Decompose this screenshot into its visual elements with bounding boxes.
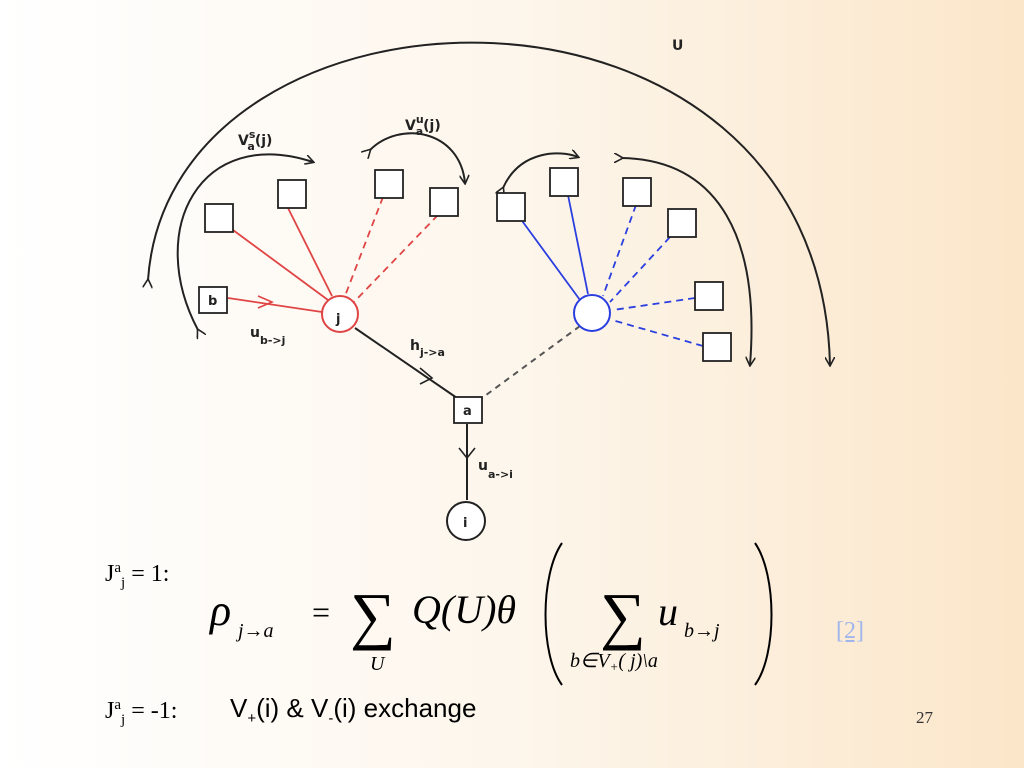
page-number: 27 [916, 708, 933, 727]
formula-rho-sub: j→a [235, 620, 274, 642]
edge-b-j [227, 297, 323, 313]
label-U: U [672, 38, 683, 54]
formula-inner-sum-sub: b∈V+( j)\a [570, 650, 658, 674]
reference-link[interactable]: [2] [836, 618, 864, 644]
edge-blue-a [481, 325, 581, 399]
factor-box [694, 281, 724, 311]
formula-body: Q(U)θ [412, 587, 516, 632]
node-blue [573, 294, 611, 332]
edge-blue-dash-1 [602, 204, 637, 297]
arc-vs [176, 153, 313, 330]
edge-blue-1 [519, 217, 581, 301]
formula-paren-right [754, 542, 773, 686]
formula-inner-u-sub: b→j [684, 620, 720, 642]
arc-vu [370, 132, 465, 183]
node-b-label: b [208, 294, 217, 309]
label-u-b-j: ub->j [250, 325, 285, 347]
edge-j-a [354, 327, 458, 399]
arrow-u-a [458, 447, 476, 460]
node-a-label: a [463, 404, 472, 419]
node-b [198, 286, 228, 314]
edge-red-1 [232, 229, 329, 301]
edge-red-2 [287, 207, 333, 297]
formula-equals: = [312, 594, 330, 630]
factor-box [622, 177, 652, 207]
rho-formula: ρ j→a = ∑ U Q(U)θ ∑ u b→j b∈V+( j)\a [208, 542, 773, 686]
formula-sum-sub: U [370, 653, 386, 675]
exchange-text: V+(i) & V-(i) exchange [230, 693, 477, 728]
arc-right-large [622, 158, 751, 365]
node-i [446, 501, 486, 541]
formula-inner-sum: ∑ [600, 580, 646, 651]
edge-blue-dash-2 [609, 236, 671, 303]
edge-blue-dash-3 [612, 297, 696, 311]
factor-box [549, 167, 579, 197]
factor-box [277, 179, 307, 209]
formula-paren-left [544, 542, 563, 686]
arc-right-small [503, 153, 578, 188]
edge-red-dash-1 [344, 196, 384, 297]
label-h-j-a: hj->a [410, 338, 445, 359]
edge-blue-2 [567, 194, 589, 295]
factor-box [496, 192, 526, 222]
equation-label-1: Jaj = 1: [105, 560, 170, 591]
arc-U [148, 41, 830, 365]
node-i-label: i [463, 516, 467, 531]
factor-box [702, 332, 732, 362]
factor-box [204, 203, 234, 233]
formula-sum: ∑ [350, 580, 396, 651]
arrow-u-b [257, 295, 275, 309]
label-u-a-i: ua->i [478, 458, 513, 481]
node-j [321, 295, 359, 333]
edge-red-dash-2 [353, 214, 439, 303]
formula-rho: ρ [208, 586, 231, 635]
factor-box [429, 187, 459, 217]
edge-blue-dash-4 [611, 319, 704, 347]
node-a [453, 396, 483, 424]
arrow-h [419, 367, 434, 385]
factor-box [374, 169, 404, 199]
equation-label-2: Jaj = -1: [105, 697, 178, 728]
formula-inner-u: u [658, 589, 678, 634]
factor-box [667, 208, 697, 238]
node-j-label: j [335, 312, 340, 327]
